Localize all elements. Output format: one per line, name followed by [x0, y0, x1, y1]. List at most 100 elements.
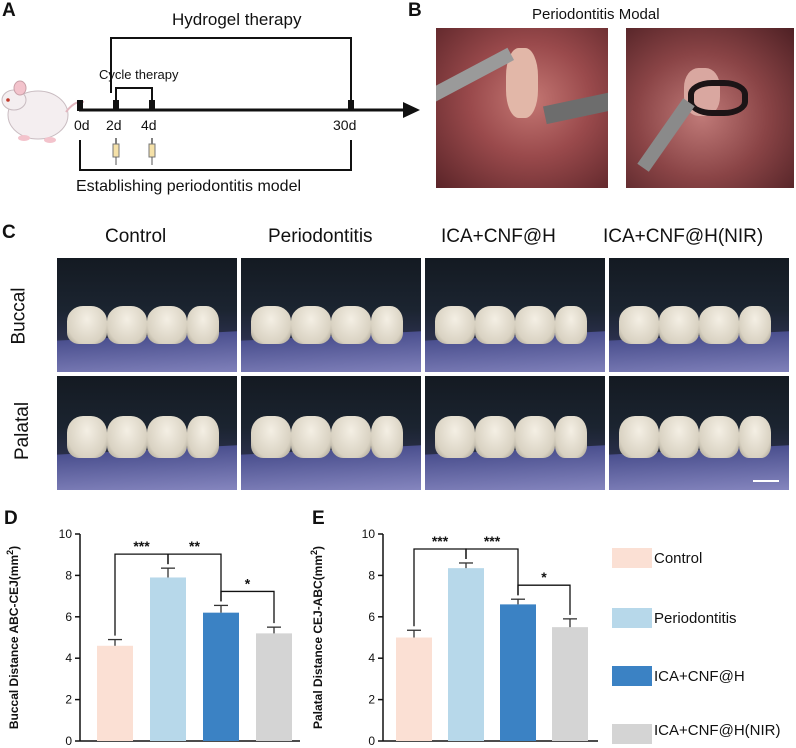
- legend-swatch-periodontitis: [612, 608, 652, 628]
- bar-3: [552, 627, 588, 741]
- establishing-model-label: Establishing periodontitis model: [76, 178, 302, 195]
- row-label-palatal: Palatal: [12, 401, 34, 461]
- y-tick-label: 8: [65, 568, 72, 582]
- tooth-photo: [57, 376, 237, 490]
- bar-0: [97, 645, 133, 741]
- y-axis-label: Buccal Distance ABC-CEJ(mm2): [5, 546, 21, 729]
- tooth-shape: [147, 306, 187, 344]
- tooth-photo: [609, 258, 789, 372]
- significance-bracket: [517, 584, 571, 615]
- timeline-diagram: [1, 37, 420, 171]
- tooth-shape: [739, 306, 771, 344]
- legend-swatch-ica-cnf-h-nir: [612, 724, 652, 744]
- ligature-shape: [688, 80, 748, 116]
- panel-e-letter: E: [312, 508, 325, 529]
- significance-label: ***: [432, 533, 449, 549]
- tooth-shape: [67, 416, 107, 458]
- tooth-shape: [107, 416, 147, 458]
- significance-label: ***: [484, 533, 501, 549]
- tooth-shape: [371, 416, 403, 458]
- cycle-therapy-label: Cycle therapy: [99, 67, 179, 82]
- tooth-photo: [609, 376, 789, 490]
- rat-icon: [1, 80, 85, 143]
- significance-label: ***: [133, 538, 150, 554]
- scale-bar: [753, 480, 779, 482]
- oral-photo-left: [436, 28, 608, 188]
- bar-3: [256, 633, 292, 741]
- tick-label-2d: 2d: [106, 117, 122, 133]
- tooth-shape: [187, 306, 219, 344]
- significance-label: *: [541, 569, 547, 585]
- y-tick-label: 0: [368, 734, 375, 748]
- tooth-shape: [475, 306, 515, 344]
- panel-d-letter: D: [4, 508, 18, 529]
- tick-label-30d: 30d: [333, 117, 357, 133]
- y-tick-label: 4: [65, 651, 72, 665]
- legend-swatch-ica-cnf-h: [612, 666, 652, 686]
- tooth-photo: [425, 258, 605, 372]
- forceps-shape: [637, 98, 695, 172]
- panel-b-letter: B: [408, 0, 422, 21]
- tooth-shape: [659, 306, 699, 344]
- tooth-shape: [251, 416, 291, 458]
- y-tick-label: 8: [368, 568, 375, 582]
- y-tick-label: 10: [362, 527, 376, 541]
- tooth-photo: [241, 258, 421, 372]
- y-tick-label: 6: [65, 610, 72, 624]
- bar-1: [150, 577, 186, 741]
- column-label-ica-cnf-h-nir: ICA+CNF@H(NIR): [603, 226, 764, 247]
- tooth-shape: [107, 306, 147, 344]
- y-tick-label: 2: [65, 693, 72, 707]
- forceps-shape: [436, 47, 515, 103]
- significance-bracket: [465, 548, 519, 596]
- tooth-shape: [371, 306, 403, 344]
- column-label-control: Control: [105, 226, 167, 247]
- tooth-shape: [187, 416, 219, 458]
- tooth-shape: [555, 306, 587, 344]
- hydrogel-therapy-label: Hydrogel therapy: [172, 10, 302, 29]
- column-label-periodontitis: Periodontitis: [268, 226, 373, 247]
- y-tick-label: 10: [59, 527, 73, 541]
- legend-label-ica-cnf-h: ICA+CNF@H: [654, 668, 745, 685]
- significance-bracket: [167, 553, 222, 602]
- periodontitis-modal-title: Periodontitis Modal: [532, 6, 660, 23]
- tooth-shape: [435, 306, 475, 344]
- legend-label-periodontitis: Periodontitis: [654, 610, 737, 627]
- tooth-shape: [147, 416, 187, 458]
- tooth-shape: [291, 416, 331, 458]
- syringe-icon: [112, 138, 120, 165]
- tooth-shape: [331, 416, 371, 458]
- tooth-photo: [425, 376, 605, 490]
- tooth-shape: [619, 306, 659, 344]
- bar-0: [396, 637, 432, 741]
- tick-label-4d: 4d: [141, 117, 157, 133]
- tooth-shape: [435, 416, 475, 458]
- tooth-shape: [291, 306, 331, 344]
- tooth-shape: [515, 306, 555, 344]
- tooth-shape: [475, 416, 515, 458]
- legend-swatch-control: [612, 548, 652, 568]
- legend-label-ica-cnf-h-nir: ICA+CNF@H(NIR): [654, 722, 781, 739]
- tooth-shape: [739, 416, 771, 458]
- tick-label-0d: 0d: [74, 117, 90, 133]
- tooth-shape: [699, 416, 739, 458]
- tooth-photo: [241, 376, 421, 490]
- significance-label: *: [245, 575, 251, 591]
- y-tick-label: 2: [368, 693, 375, 707]
- bar-2: [203, 612, 239, 741]
- tooth-shape: [659, 416, 699, 458]
- panel-c-letter: C: [2, 222, 16, 243]
- oral-photo-right: [626, 28, 794, 188]
- tooth-shape: [699, 306, 739, 344]
- y-tick-label: 0: [65, 734, 72, 748]
- y-axis-label: Palatal Distance CEJ-ABC(mm2): [309, 546, 325, 729]
- tooth-shape: [331, 306, 371, 344]
- bar-2: [500, 604, 536, 741]
- significance-label: **: [189, 538, 200, 554]
- legend-label-control: Control: [654, 550, 703, 567]
- column-label-ica-cnf-h: ICA+CNF@H: [441, 226, 556, 247]
- y-tick-label: 4: [368, 651, 375, 665]
- y-tick-label: 6: [368, 610, 375, 624]
